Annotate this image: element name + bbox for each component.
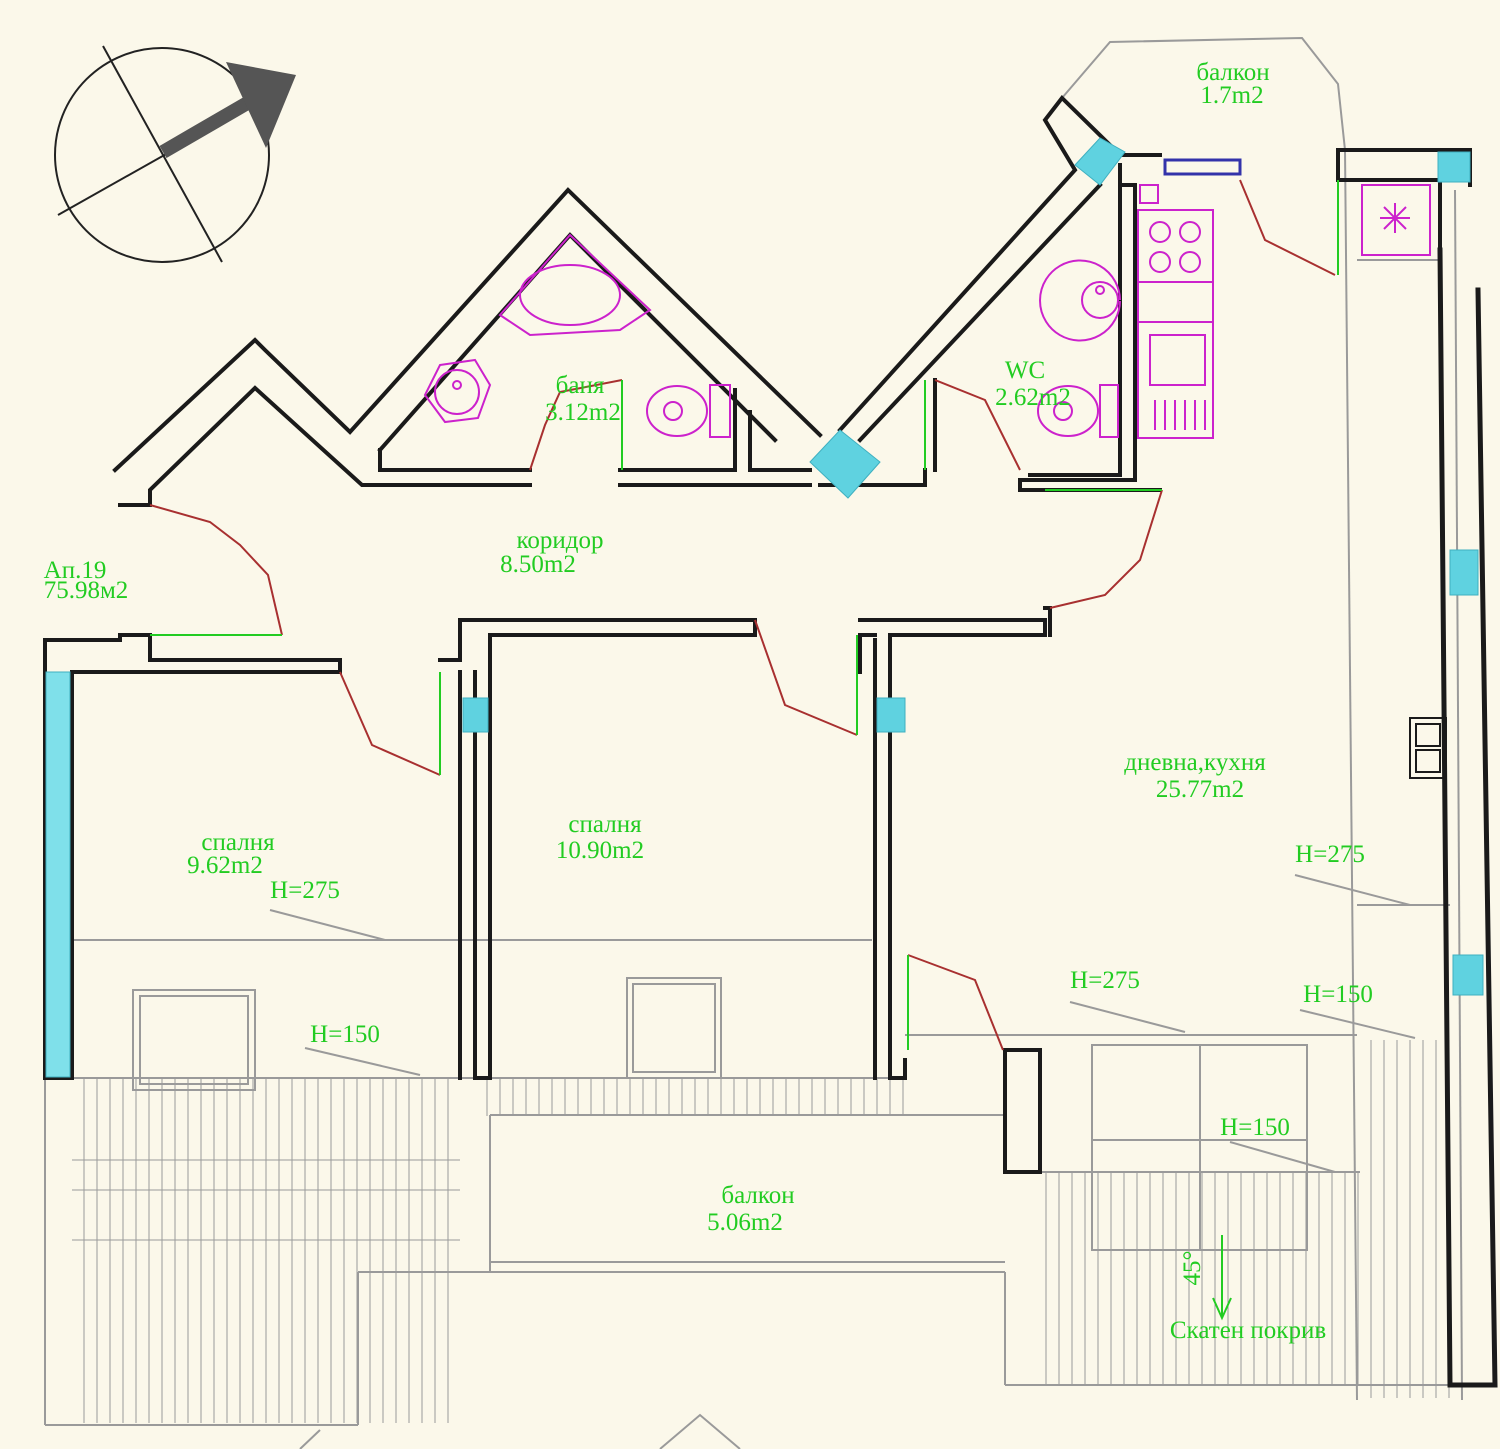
compass: [54, 45, 296, 263]
room-name-living-kitchen: дневна,кухня: [1124, 749, 1266, 776]
wc-toilet-icon: [1037, 384, 1119, 438]
height-label-4: H=150: [1303, 981, 1373, 1008]
room-area-corridor: 8.50m2: [500, 551, 576, 578]
room-name-corridor: коридор: [517, 527, 604, 554]
height-label-2: H=150: [310, 1021, 380, 1048]
doors: [149, 179, 1339, 1051]
room-area-bedroom-left: 9.62m2: [187, 852, 263, 879]
fan-icon: [1361, 184, 1431, 256]
room-name-balcony-bottom: балкон: [721, 1182, 794, 1209]
room-name-bedroom-left: спалня: [201, 829, 275, 856]
height-label-6: H=150: [1220, 1114, 1290, 1141]
room-name-wc: WC: [1005, 357, 1045, 384]
roof-windows: [132, 977, 1308, 1251]
roof-slope-arrow-icon: [1212, 1235, 1232, 1321]
windows: [45, 137, 1484, 1078]
terrace-decking: [72, 1040, 1452, 1423]
compass-circle: [54, 47, 270, 263]
room-area-bathroom: 3.12m2: [545, 399, 621, 426]
kitchen-counter-icon: [1137, 184, 1214, 439]
roof-label: Скатен покрив: [1170, 1317, 1326, 1344]
labels: Ап.19 75.98м2 балкон 1.7m2 баня 3.12m2 W…: [44, 59, 1373, 1344]
height-label-5: H=275: [1070, 967, 1140, 994]
room-area-wc: 2.62m2: [995, 384, 1071, 411]
room-name-bathroom: баня: [556, 372, 605, 399]
north-arrow-icon: [159, 62, 296, 159]
toilet-icon: [646, 384, 731, 438]
room-area-balcony-bottom: 5.06m2: [707, 1209, 783, 1236]
room-name-balcony-top: балкон: [1196, 59, 1269, 86]
sink-icon: [423, 358, 492, 424]
wc-sink-icon: [1039, 259, 1121, 342]
height-label-1: H=275: [270, 877, 340, 904]
bathtub-icon: [498, 233, 652, 337]
apartment-name: Ап.19: [44, 557, 107, 584]
roof-slope: 45°: [1179, 1251, 1206, 1286]
room-area-balcony-top: 1.7m2: [1200, 82, 1263, 109]
room-name-bedroom-middle: спалня: [568, 811, 642, 838]
chimney-icon: [1409, 717, 1447, 779]
room-area-living-kitchen: 25.77m2: [1156, 776, 1244, 803]
fixtures: [423, 184, 1431, 439]
apartment-area: 75.98м2: [44, 577, 129, 604]
height-label-3: H=275: [1295, 841, 1365, 868]
room-area-bedroom-middle: 10.90m2: [556, 837, 644, 864]
